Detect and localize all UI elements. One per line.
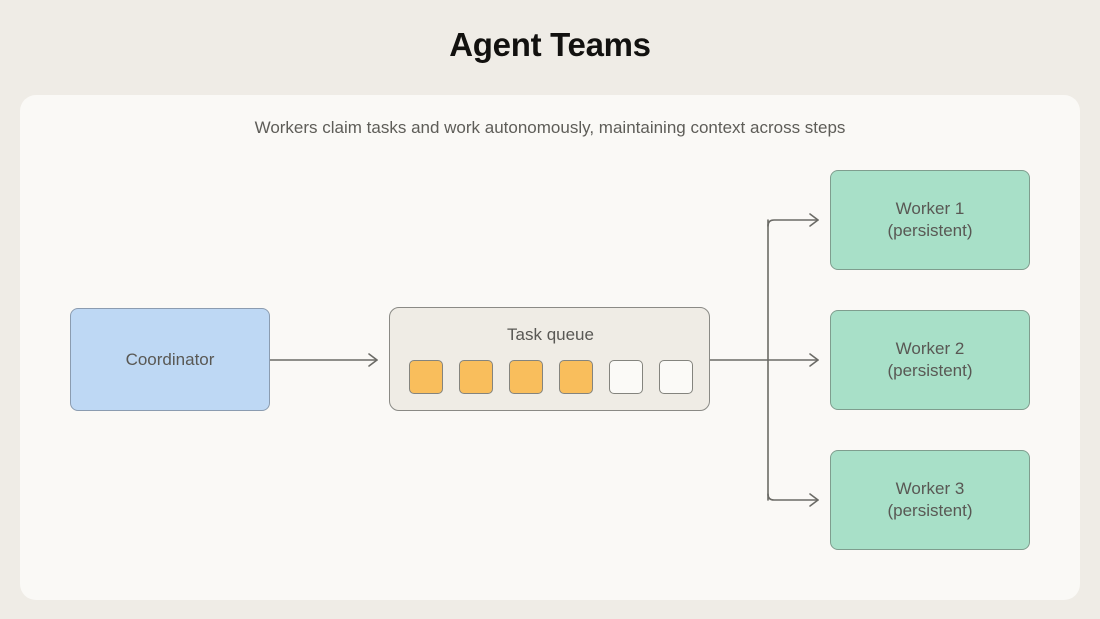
task-slot-filled[interactable]	[558, 360, 593, 394]
node-worker-3[interactable]: Worker 3 (persistent)	[830, 450, 1030, 550]
task-slot-empty[interactable]	[658, 360, 693, 394]
task-slot-empty[interactable]	[608, 360, 643, 394]
task-slot-filled[interactable]	[408, 360, 443, 394]
diagram-subtitle: Workers claim tasks and work autonomousl…	[254, 118, 846, 137]
node-task-queue[interactable]: Task queue	[389, 307, 710, 411]
node-worker-3-name: Worker 3	[895, 479, 965, 498]
task-queue-slots	[390, 360, 711, 394]
task-queue-label: Task queue	[507, 325, 594, 344]
node-worker-2-name: Worker 2	[895, 339, 965, 358]
node-coordinator-label: Coordinator	[125, 349, 215, 369]
node-worker-1-status: (persistent)	[887, 221, 973, 240]
page-title: Agent Teams	[449, 26, 651, 63]
node-worker-2[interactable]: Worker 2 (persistent)	[830, 310, 1030, 410]
node-worker-1-name: Worker 1	[895, 199, 965, 218]
node-worker-3-status: (persistent)	[887, 501, 973, 520]
task-slot-filled[interactable]	[508, 360, 543, 394]
node-coordinator[interactable]: Coordinator	[70, 308, 270, 411]
task-slot-filled[interactable]	[458, 360, 493, 394]
node-worker-2-status: (persistent)	[887, 361, 973, 380]
node-worker-1[interactable]: Worker 1 (persistent)	[830, 170, 1030, 270]
